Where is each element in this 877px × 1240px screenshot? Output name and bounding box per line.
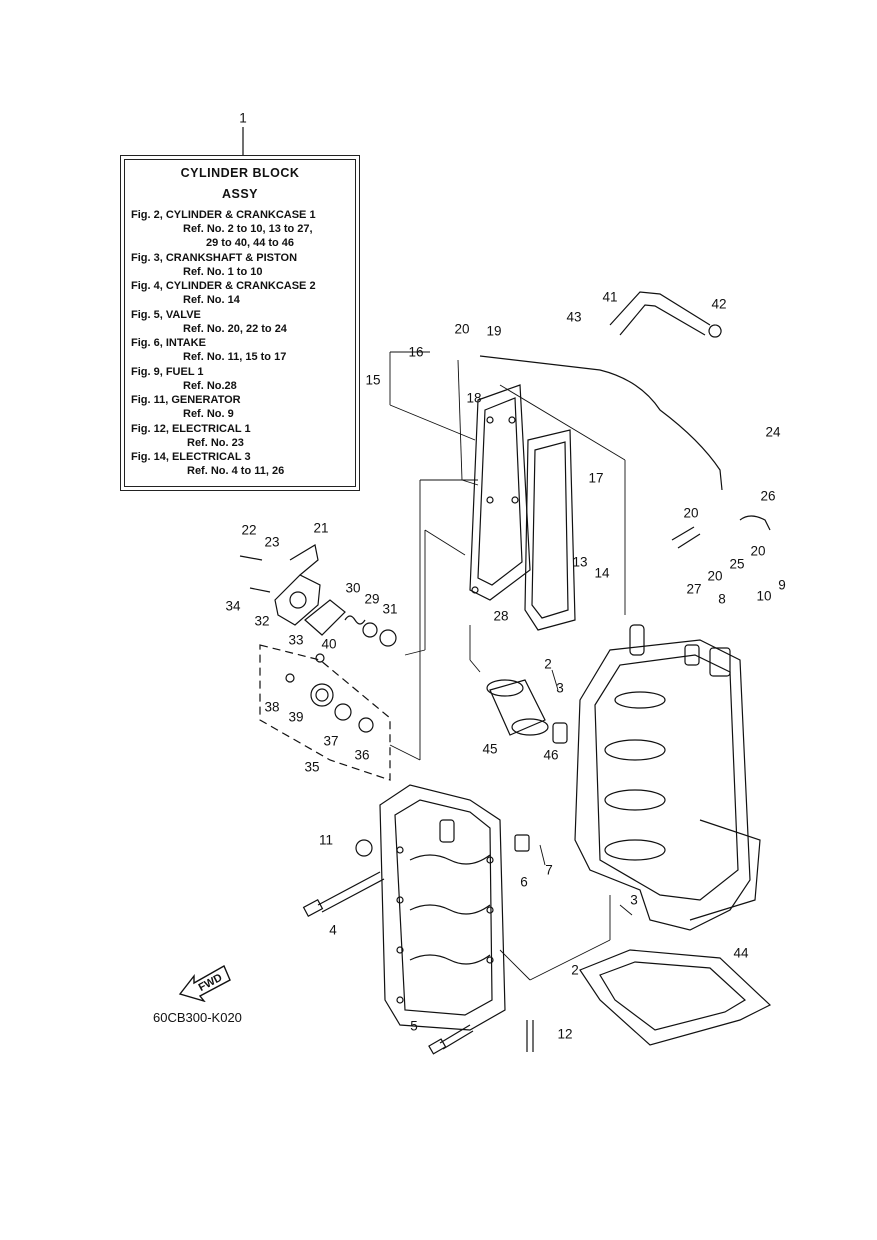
callout-43[interactable]: 43 [566, 309, 582, 325]
exhaust-cover-drawing [469, 384, 576, 631]
callout-44[interactable]: 44 [733, 945, 749, 961]
assy-box-line: 29 to 40, 44 to 46 [206, 237, 295, 249]
callout-39[interactable]: 39 [288, 709, 304, 725]
callout-24[interactable]: 24 [765, 424, 781, 440]
callout-13[interactable]: 13 [572, 554, 588, 570]
callout-7[interactable]: 7 [545, 862, 553, 878]
callout-35[interactable]: 35 [304, 759, 320, 775]
callout-8[interactable]: 8 [718, 591, 726, 607]
assy-box-line: Ref. No. 11, 15 to 17 [183, 351, 287, 363]
assy-box-line: Ref. No. 23 [187, 437, 244, 449]
callout-38[interactable]: 38 [264, 699, 280, 715]
callout-40[interactable]: 40 [321, 636, 337, 652]
callout-42[interactable]: 42 [711, 296, 727, 312]
callout-20[interactable]: 20 [750, 543, 766, 559]
callout-2[interactable]: 2 [544, 656, 552, 672]
callout-33[interactable]: 33 [288, 632, 304, 648]
part-code: 60CB300-K020 [153, 1010, 242, 1025]
callout-26[interactable]: 26 [760, 488, 776, 504]
callout-4[interactable]: 4 [329, 922, 337, 938]
assy-box-line: Fig. 11, GENERATOR [131, 394, 241, 406]
assy-box-line: Fig. 2, CYLINDER & CRANKCASE 1 [131, 209, 316, 221]
callout-3[interactable]: 3 [630, 892, 638, 908]
callout-16[interactable]: 16 [408, 344, 424, 360]
callout-15[interactable]: 15 [365, 372, 381, 388]
oil-filter-drawing [486, 679, 568, 744]
callout-29[interactable]: 29 [364, 591, 380, 607]
callout-30[interactable]: 30 [345, 580, 361, 596]
assy-box-line: Fig. 3, CRANKSHAFT & PISTON [131, 252, 298, 264]
callout-1[interactable]: 1 [239, 110, 247, 126]
callout-22[interactable]: 22 [241, 522, 257, 538]
callout-9[interactable]: 9 [778, 577, 786, 593]
assy-box-line: Ref. No. 20, 22 to 24 [183, 323, 287, 335]
callout-10[interactable]: 10 [756, 588, 772, 604]
callout-18[interactable]: 18 [466, 390, 482, 406]
gasket-drawing [579, 949, 772, 1046]
group-35-parts [285, 653, 374, 733]
callout-6[interactable]: 6 [520, 874, 528, 890]
callout-41[interactable]: 41 [602, 289, 618, 305]
callout-12[interactable]: 12 [557, 1026, 573, 1042]
tube-line [479, 355, 723, 491]
bolts-drawing [302, 834, 534, 1055]
assy-box-line: Fig. 6, INTAKE [131, 337, 206, 349]
leader-lines [389, 351, 633, 981]
assy-box-line: Fig. 12, ELECTRICAL 1 [131, 423, 251, 435]
callout-19[interactable]: 19 [486, 323, 502, 339]
callout-20[interactable]: 20 [683, 505, 699, 521]
assy-box-line: Ref. No.28 [183, 380, 237, 392]
assy-reference-box: CYLINDER BLOCK ASSY Fig. 2, CYLINDER & C… [120, 155, 360, 491]
assy-box-line: Ref. No. 1 to 10 [183, 266, 263, 278]
assy-box-line: Ref. No. 14 [183, 294, 240, 306]
callout-3[interactable]: 3 [556, 680, 564, 696]
callout-11[interactable]: 11 [318, 832, 334, 848]
assy-box-line: Fig. 4, CYLINDER & CRANKCASE 2 [131, 280, 316, 292]
callout-23[interactable]: 23 [264, 534, 280, 550]
assy-reference-inner-frame [124, 159, 356, 487]
callout-17[interactable]: 17 [588, 470, 604, 486]
assy-box-line: Fig. 9, FUEL 1 [131, 366, 204, 378]
cylinder-block-drawing [574, 624, 761, 931]
callout-28[interactable]: 28 [493, 608, 509, 624]
callout-37[interactable]: 37 [323, 733, 339, 749]
assy-box-line: Fig. 14, ELECTRICAL 3 [131, 451, 251, 463]
callout-21[interactable]: 21 [313, 520, 329, 536]
callout-27[interactable]: 27 [686, 581, 702, 597]
callout-14[interactable]: 14 [594, 565, 610, 581]
callout-34[interactable]: 34 [225, 598, 241, 614]
callout-36[interactable]: 36 [354, 747, 370, 763]
crankcase-drawing [379, 784, 506, 1031]
callout-2[interactable]: 2 [571, 962, 579, 978]
group-35-outline [259, 644, 391, 781]
assy-box-title: CYLINDER BLOCK [180, 166, 300, 180]
thermostat-parts-drawing [239, 544, 397, 647]
assy-box-line: Fig. 5, VALVE [131, 309, 201, 321]
callout-25[interactable]: 25 [729, 556, 745, 572]
callout-45[interactable]: 45 [482, 741, 498, 757]
callout-20[interactable]: 20 [707, 568, 723, 584]
assy-box-line: Ref. No. 4 to 11, 26 [187, 465, 285, 477]
callout-20[interactable]: 20 [454, 321, 470, 337]
assy-box-subtitle: ASSY [221, 187, 259, 201]
hoses-drawing [609, 291, 771, 549]
callout-5[interactable]: 5 [410, 1018, 418, 1034]
callout-32[interactable]: 32 [254, 613, 270, 629]
callout-31[interactable]: 31 [382, 601, 398, 617]
fwd-arrow-icon: FWD [178, 965, 231, 1002]
assy-box-line: Ref. No. 2 to 10, 13 to 27, [183, 223, 313, 235]
assy-box-line: Ref. No. 9 [183, 408, 234, 420]
callout-46[interactable]: 46 [543, 747, 559, 763]
